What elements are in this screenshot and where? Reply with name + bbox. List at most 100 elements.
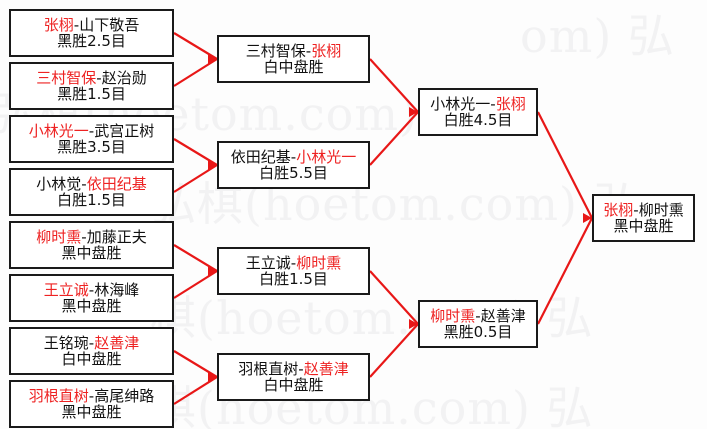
player-name-a: 柳时熏 xyxy=(430,306,476,325)
match-result: 白胜5.5目 xyxy=(259,164,328,182)
pairing-separator: - xyxy=(88,121,95,140)
match-box[interactable]: 三村智保-赵治勋黑胜1.5目 xyxy=(9,62,174,110)
match-pairing: 王立诚-柳时熏 xyxy=(246,255,341,271)
connector-line xyxy=(173,58,218,87)
match-box[interactable]: 羽根直树-赵善津白中盘胜 xyxy=(217,353,370,401)
player-name-b: 赵善津 xyxy=(94,333,140,352)
match-box[interactable]: 依田纪基-小林光一白胜5.5目 xyxy=(217,141,370,189)
connector-arrowhead xyxy=(208,160,217,170)
pairing-separator: - xyxy=(73,15,80,34)
player-name-a: 三村智保 xyxy=(245,41,306,60)
connector-arrowhead xyxy=(208,266,217,276)
match-pairing: 依田纪基-小林光一 xyxy=(231,149,356,165)
match-box[interactable]: 王铭琬-赵善津白中盘胜 xyxy=(9,327,174,375)
pairing-separator: - xyxy=(305,41,312,60)
pairing-separator: - xyxy=(290,147,297,166)
player-name-a: 羽根直树 xyxy=(28,386,89,405)
match-pairing: 张栩-山下敬吾 xyxy=(44,17,139,33)
pairing-separator: - xyxy=(81,174,87,193)
player-name-b: 高尾绅路 xyxy=(94,386,155,405)
player-name-a: 依田纪基 xyxy=(230,147,291,166)
connector-line xyxy=(173,138,218,166)
match-result: 黑中盘胜 xyxy=(61,244,122,262)
connector-arrowhead xyxy=(208,372,217,382)
connector-arrowhead xyxy=(208,54,217,64)
player-name-a: 王立诚 xyxy=(43,280,89,299)
player-name-b: 山下敬吾 xyxy=(79,15,140,34)
match-pairing: 羽根直树-高尾绅路 xyxy=(29,388,154,404)
player-name-b: 柳时熏 xyxy=(296,253,342,272)
connector-line xyxy=(369,58,419,113)
match-result: 黑胜3.5目 xyxy=(57,138,126,156)
match-box[interactable]: 三村智保-张栩白中盘胜 xyxy=(217,35,370,83)
player-name-a: 小林觉 xyxy=(36,174,82,193)
match-result: 黑中盘胜 xyxy=(61,403,122,421)
connector-line xyxy=(173,350,218,378)
pairing-separator: - xyxy=(298,359,304,378)
match-result: 白胜4.5目 xyxy=(443,111,513,129)
match-pairing: 小林光一-张栩 xyxy=(430,96,525,112)
pairing-separator: - xyxy=(290,253,297,272)
player-name-b: 赵善津 xyxy=(480,306,526,325)
player-name-b: 小林光一 xyxy=(296,147,357,166)
connector-line xyxy=(537,217,593,325)
connector-line xyxy=(173,164,218,193)
match-box[interactable]: 羽根直树-高尾绅路黑中盘胜 xyxy=(9,380,174,428)
match-box[interactable]: 张栩-柳时熏黑中盘胜 xyxy=(592,194,695,242)
pairing-separator: - xyxy=(96,68,102,87)
match-result: 白中盘胜 xyxy=(61,350,122,368)
match-box[interactable]: 张栩-山下敬吾黑胜2.5目 xyxy=(9,9,174,57)
pairing-separator: - xyxy=(633,200,639,219)
match-result: 黑中盘胜 xyxy=(613,217,674,235)
match-result: 白胜1.5目 xyxy=(259,270,328,288)
connector-line xyxy=(369,270,419,325)
match-box[interactable]: 柳时熏-加藤正夫黑中盘胜 xyxy=(9,221,174,269)
player-name-b: 张栩 xyxy=(311,41,342,60)
match-result: 黑中盘胜 xyxy=(61,297,122,315)
match-pairing: 三村智保-张栩 xyxy=(246,43,341,59)
match-pairing: 王铭琬-赵善津 xyxy=(44,335,139,351)
connector-line xyxy=(173,32,218,60)
match-pairing: 王立诚-林海峰 xyxy=(44,282,139,298)
match-box[interactable]: 小林光一-张栩白胜4.5目 xyxy=(418,88,538,136)
pairing-separator: - xyxy=(490,94,496,113)
match-pairing: 柳时熏-赵善津 xyxy=(430,308,525,324)
match-box[interactable]: 小林觉-依田纪基白胜1.5目 xyxy=(9,168,174,216)
player-name-b: 赵治勋 xyxy=(101,68,147,87)
match-pairing: 张栩-柳时熏 xyxy=(603,202,683,218)
connector-line xyxy=(173,270,218,299)
player-name-b: 林海峰 xyxy=(94,280,140,299)
pairing-separator: - xyxy=(88,280,95,299)
match-box[interactable]: 王立诚-柳时熏白胜1.5目 xyxy=(217,247,370,295)
connector-arrowhead xyxy=(409,319,418,329)
match-result: 黑胜2.5目 xyxy=(57,32,126,50)
match-result: 白中盘胜 xyxy=(263,376,324,394)
match-result: 白胜1.5目 xyxy=(57,191,126,209)
match-pairing: 羽根直树-赵善津 xyxy=(238,361,348,377)
match-box[interactable]: 柳时熏-赵善津黑胜0.5目 xyxy=(418,300,538,348)
pairing-separator: - xyxy=(81,227,87,246)
player-name-a: 张栩 xyxy=(603,200,634,219)
connector-arrowhead xyxy=(409,107,418,117)
match-pairing: 三村智保-赵治勋 xyxy=(36,70,146,86)
match-box[interactable]: 王立诚-林海峰黑中盘胜 xyxy=(9,274,174,322)
player-name-a: 柳时熏 xyxy=(36,227,82,246)
pairing-separator: - xyxy=(475,306,481,325)
player-name-a: 三村智保 xyxy=(36,68,97,87)
player-name-a: 小林光一 xyxy=(28,121,89,140)
match-result: 黑胜1.5目 xyxy=(57,85,126,103)
player-name-b: 张栩 xyxy=(495,94,526,113)
connector-line xyxy=(537,111,593,219)
match-pairing: 小林觉-依田纪基 xyxy=(36,176,146,192)
player-name-a: 王铭琬 xyxy=(43,333,89,352)
pairing-separator: - xyxy=(88,386,95,405)
player-name-b: 柳时熏 xyxy=(638,200,684,219)
match-pairing: 柳时熏-加藤正夫 xyxy=(36,229,146,245)
match-box[interactable]: 小林光一-武宫正树黑胜3.5目 xyxy=(9,115,174,163)
match-pairing: 小林光一-武宫正树 xyxy=(29,123,154,139)
match-result: 黑胜0.5目 xyxy=(443,323,513,341)
connector-arrowhead xyxy=(583,213,592,223)
player-name-a: 张栩 xyxy=(43,15,74,34)
